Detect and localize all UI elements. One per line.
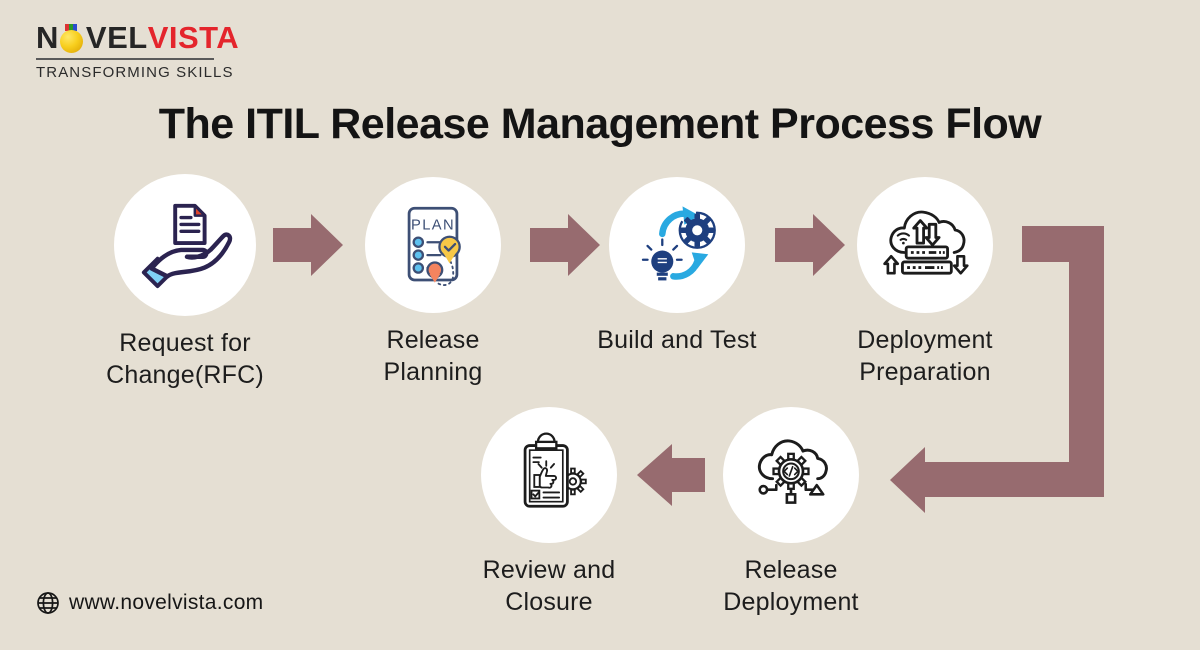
step-deployment-preparation: Deployment Preparation	[795, 177, 1055, 388]
logo-tagline: TRANSFORMING SKILLS	[36, 64, 234, 81]
step-label: Release Deployment	[723, 556, 859, 616]
logo-text-vel: VEL	[85, 20, 148, 55]
step-build-and-test: Build and Test	[547, 177, 807, 356]
footer: www.novelvista.com	[36, 591, 263, 615]
step-circle: PLAN	[365, 177, 501, 313]
cloud-gear-code-icon	[757, 439, 828, 504]
bulb	[641, 238, 683, 281]
flow-arrow-right-1	[273, 214, 343, 276]
step-release-deployment: Release Deployment	[661, 407, 921, 618]
website-url: www.novelvista.com	[69, 591, 264, 614]
plan-label: PLAN	[411, 217, 455, 233]
flow-arrow-right-2	[530, 214, 600, 276]
page-title: The ITIL Release Management Process Flow	[158, 100, 1042, 148]
step-label: Release Planning	[383, 326, 483, 386]
step-circle	[723, 407, 859, 543]
step-release-planning: PLAN Release Planning	[303, 177, 563, 388]
clipboard-thumbsup-icon	[523, 432, 587, 508]
medal-ribbon	[64, 24, 77, 31]
cloud-servers-icon	[883, 210, 969, 275]
step-label: Request for Change(RFC)	[106, 329, 264, 389]
step-request-for-change: Request for Change(RFC)	[55, 174, 315, 391]
step-label: Deployment Preparation	[857, 326, 993, 386]
gear	[680, 213, 714, 247]
step-circle	[114, 174, 256, 316]
plan-checklist-icon: PLAN	[407, 206, 461, 286]
gear	[772, 452, 810, 490]
connector-arrow-down-left	[890, 226, 1104, 513]
globe-icon	[37, 592, 59, 614]
medal-icon	[59, 24, 85, 53]
logo-wordmark: N VEL VISTA	[36, 22, 239, 53]
logo-text-vista: VISTA	[147, 20, 240, 55]
step-circle	[857, 177, 993, 313]
logo-divider	[36, 58, 214, 60]
step-label: Review and Closure	[482, 556, 616, 616]
step-circle	[609, 177, 745, 313]
document-in-hand-icon	[141, 203, 233, 289]
novelvista-logo: N VEL VISTA TRANSFORMING SKILLS	[36, 22, 239, 81]
step-label: Build and Test	[597, 326, 757, 354]
step-circle	[481, 407, 617, 543]
step-review-and-closure: Review and Closure	[419, 407, 679, 618]
flow-arrow-left-1	[637, 444, 705, 506]
bulb-gear-cycle-icon	[641, 206, 716, 281]
logo-text-n: N	[36, 20, 59, 55]
flow-arrow-right-3	[775, 214, 845, 276]
medal-ball	[59, 30, 83, 53]
